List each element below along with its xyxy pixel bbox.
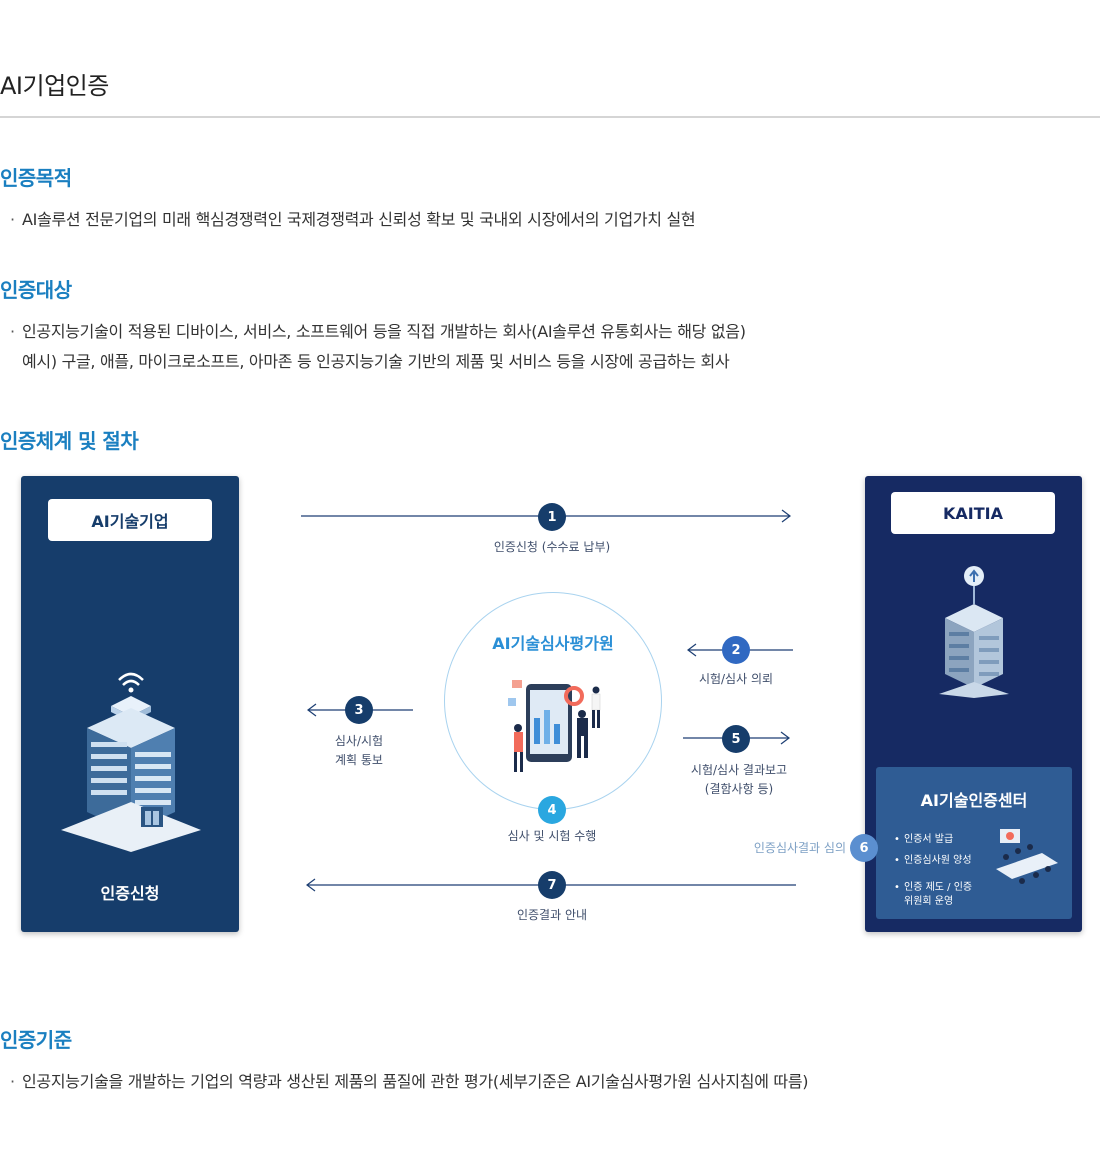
step-6-badge: 6: [850, 834, 878, 862]
step-3-label-line2: 계획 통보: [335, 753, 383, 767]
cloud-server-icon: [939, 566, 1009, 698]
step-4-label: 심사 및 시험 수행: [507, 829, 597, 843]
applicant-panel: AI기술기업 인증신청: [21, 476, 239, 932]
certification-center-title: AI기술인증센터: [920, 791, 1028, 810]
purpose-text: AI솔루션 전문기업의 미래 핵심경쟁력인 국제경쟁력과 신뢰성 확보 및 국내…: [22, 210, 696, 229]
analytics-team-icon: [508, 680, 601, 772]
step-5-label-line1: 시험/심사 결과보고: [690, 763, 788, 777]
meeting-illustration-icon: [996, 829, 1058, 884]
step-1-badge: 1: [538, 503, 566, 531]
section-heading-process: 인증체계 및 절차: [0, 429, 139, 453]
certification-center-box: AI기술인증센터 •인증서 발급 •인증심사원 양성 •인증 제도 / 인증 위…: [876, 767, 1072, 919]
section-heading-purpose: 인증목적: [0, 166, 72, 190]
step-3-badge: 3: [345, 696, 373, 724]
section-heading-criteria: 인증기준: [0, 1028, 72, 1052]
title-divider: [0, 116, 1100, 118]
step-4-badge: 4: [538, 796, 566, 824]
criteria-line: · 인공지능기술을 개발하는 기업의 역량과 생산된 제품의 품질에 관한 평가(…: [10, 1068, 808, 1092]
center-item-2: •인증심사원 양성: [894, 855, 972, 866]
applicant-bottom-label: 인증신청: [100, 884, 160, 903]
target-example: 예시) 구글, 애플, 마이크로소프트, 아마존 등 인공지능기술 기반의 제품…: [22, 352, 730, 371]
purpose-line: · AI솔루션 전문기업의 미래 핵심경쟁력인 국제경쟁력과 신뢰성 확보 및 국…: [10, 206, 696, 230]
target-text: 인공지능기술이 적용된 디바이스, 서비스, 소프트웨어 등을 직접 개발하는 …: [22, 322, 746, 341]
bullet-dot: ·: [10, 1072, 15, 1091]
step-7-badge: 7: [538, 871, 566, 899]
criteria-text: 인공지능기술을 개발하는 기업의 역량과 생산된 제품의 품질에 관한 평가(세…: [22, 1072, 809, 1091]
applicant-title: AI기술기업: [48, 499, 212, 541]
page-title: AI기업인증: [0, 72, 109, 100]
step-2-label: 시험/심사 의뢰: [698, 672, 774, 686]
step-3-label-line1: 심사/시험: [334, 734, 384, 748]
bullet-dot: ·: [10, 210, 15, 229]
step-6-label: 인증심사결과 심의: [753, 841, 846, 855]
center-item-4: 위원회 운영: [904, 896, 954, 907]
step-5-label-line2: (결함사항 등): [704, 782, 774, 796]
target-line: · 인공지능기술이 적용된 디바이스, 서비스, 소프트웨어 등을 직접 개발하는…: [10, 318, 746, 342]
building-icon: [61, 672, 201, 852]
step-7-label: 인증결과 안내: [516, 908, 588, 922]
bullet-dot: ·: [10, 322, 15, 341]
evaluation-institute-title: AI기술심사평가원: [492, 634, 614, 653]
step-2-badge: 2: [722, 636, 750, 664]
step-5-badge: 5: [722, 725, 750, 753]
center-item-1: •인증서 발급: [894, 834, 954, 845]
center-item-3: •인증 제도 / 인증: [894, 882, 973, 893]
kaitia-title: KAITIA: [891, 492, 1055, 534]
section-heading-target: 인증대상: [0, 278, 72, 302]
step-1-label: 인증신청 (수수료 납부): [493, 540, 611, 554]
